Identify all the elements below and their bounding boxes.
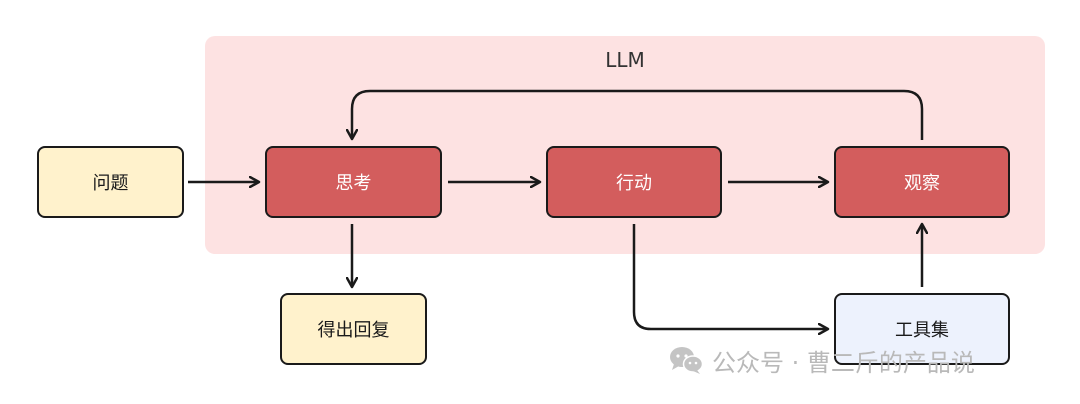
node-action: 行动: [546, 146, 722, 218]
edge-action-to-tools: [632, 224, 828, 329]
node-action-label: 行动: [616, 173, 652, 194]
llm-label: LLM: [605, 48, 645, 72]
node-think-label: 思考: [335, 173, 372, 194]
node-answer-label: 得出回复: [317, 320, 390, 341]
edge-observe-to-think: [352, 89, 924, 140]
node-think: 思考: [265, 146, 442, 218]
node-tools: 工具集: [834, 293, 1010, 365]
watermark-text: 公众号 · 曹二斤的产品说: [712, 348, 975, 377]
node-observe: 观察: [834, 146, 1010, 218]
node-answer: 得出回复: [280, 293, 427, 365]
node-question-label: 问题: [92, 173, 129, 194]
watermark: 公众号 · 曹二斤的产品说: [668, 340, 975, 380]
wechat-icon: [670, 347, 704, 374]
node-tools-label: 工具集: [895, 320, 949, 341]
node-observe-label: 观察: [904, 173, 940, 194]
node-question: 问题: [37, 146, 184, 218]
